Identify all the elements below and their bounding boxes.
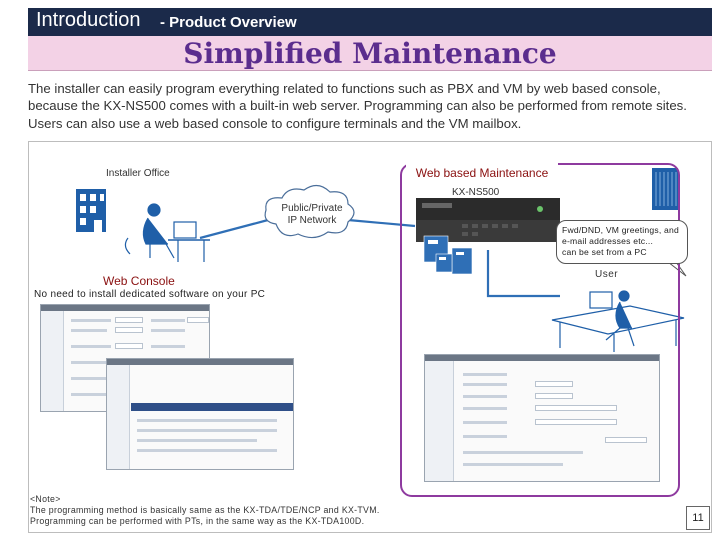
note-heading: <Note> (30, 494, 61, 504)
note-text: <Note> The programming method is basical… (30, 494, 380, 527)
console-screenshot-2 (106, 358, 294, 470)
device-label: KX-NS500 (452, 187, 500, 198)
callout-line1: Fwd/DND, VM greetings, and (562, 225, 679, 235)
slide-title: Simplified Maintenance (183, 37, 557, 70)
ip-network-cloud-icon (264, 184, 355, 239)
user-label: User (595, 269, 619, 280)
intro-paragraph: The installer can easily program everyth… (28, 81, 687, 131)
network-label-line2: IP Network (287, 215, 337, 226)
note-line-1: The programming method is basically same… (30, 505, 380, 515)
phones-icon (423, 235, 473, 275)
line-device-user (486, 250, 560, 298)
callout-line3: can be set from a PC (562, 247, 647, 257)
kx-ns500-device-icon (416, 198, 560, 242)
network-lines (199, 218, 560, 298)
settings-callout: Fwd/DND, VM greetings, and e-mail addres… (556, 220, 688, 264)
note-line-2: Programming can be performed with PTs, i… (30, 516, 365, 526)
no-install-label: No need to install dedicated software on… (34, 289, 266, 300)
page-number: 11 (686, 506, 710, 530)
line-network-device (347, 218, 416, 228)
callout-line2: e-mail addresses etc... (562, 236, 654, 246)
web-maintenance-label: Web based Maintenance (406, 163, 558, 182)
network-label: Public/Private IP Network (270, 203, 354, 227)
building-icon (76, 189, 106, 232)
wall-unit-icon (652, 168, 678, 210)
installer-person-icon (124, 203, 210, 262)
line-installer-network (199, 218, 269, 240)
section-subtitle: - Product Overview (160, 14, 297, 31)
user-at-desk-icon (551, 290, 685, 352)
console-screenshot-3 (424, 354, 660, 482)
title-band: Simplified Maintenance (28, 36, 712, 71)
header-bar: Introduction - Product Overview (28, 8, 712, 36)
section-title: Introduction (36, 9, 141, 31)
web-console-label: Web Console (103, 274, 175, 288)
installer-office-label: Installer Office (106, 168, 170, 179)
network-label-line1: Public/Private (281, 203, 343, 214)
